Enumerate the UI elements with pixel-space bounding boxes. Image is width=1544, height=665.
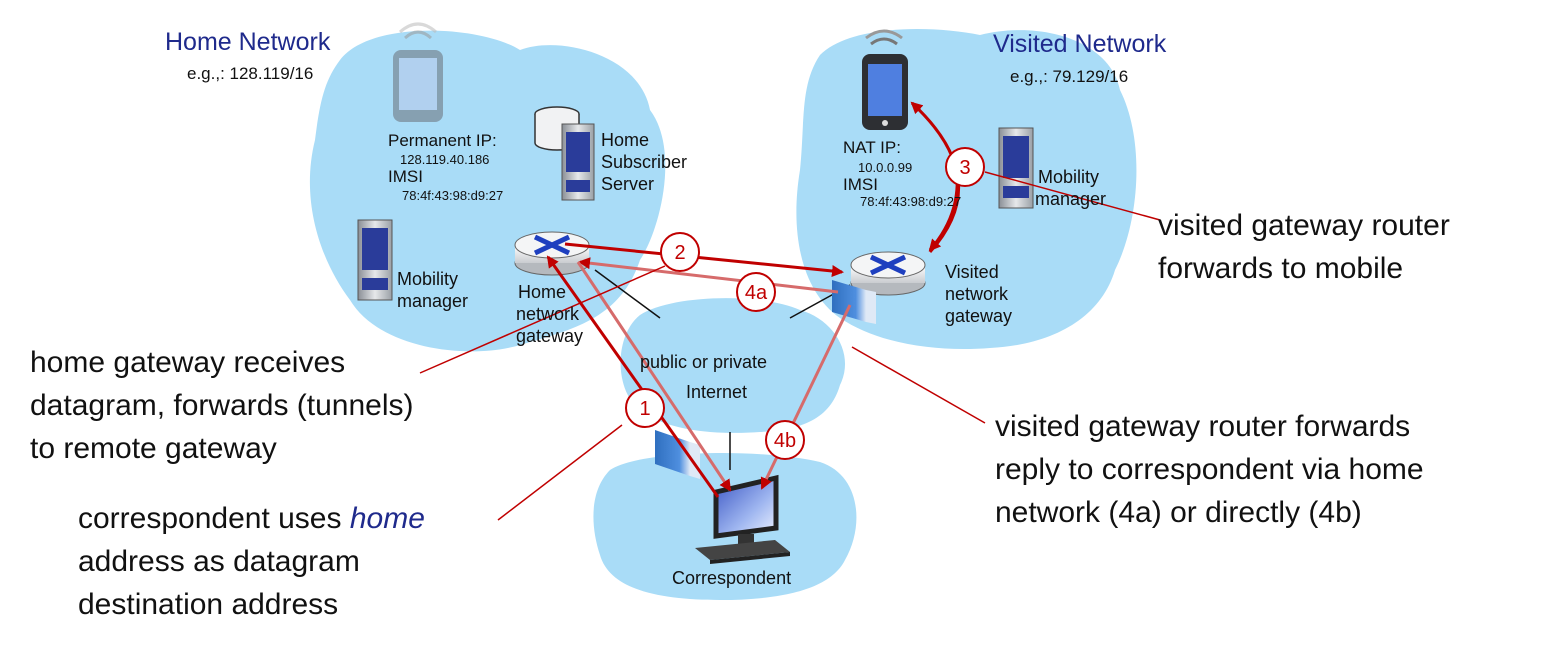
pointer-step-4 <box>851 346 986 424</box>
home-gw-label-line-1: Home <box>518 282 566 302</box>
home-mobility-manager-server-icon <box>357 219 393 301</box>
visited-tunnel-datagram-icon <box>832 280 876 324</box>
annotation-reply-line-1: visited gateway router forwards <box>995 410 1410 443</box>
home-gw-label-line-2: network <box>516 304 580 324</box>
visited-mobile-imsi: 78:4f:43:98:d9:27 <box>860 194 961 209</box>
visited-network-prefix: e.g.,: 79.129/16 <box>1010 67 1128 86</box>
arrow-step-2 <box>564 242 844 277</box>
annotation-correspondent-line-3: destination address <box>78 588 338 621</box>
home-mm-label-line-1: Mobility <box>397 269 458 289</box>
internet-cloud <box>620 298 846 433</box>
step-3-badge: 3 <box>945 147 985 187</box>
annotation-home-gw-line-3: to remote gateway <box>30 432 277 465</box>
visited-mobile-ip: 10.0.0.99 <box>858 160 912 175</box>
visited-mobility-manager-server-icon <box>998 127 1034 209</box>
visited-mm-label-line-2: manager <box>1035 189 1106 209</box>
annotation-visited-to-mobile-line-2: forwards to mobile <box>1158 252 1403 285</box>
arrow-step-4a-return <box>578 257 839 294</box>
correspondent-datagram-icon <box>655 430 700 479</box>
step-2-badge: 2 <box>660 232 700 272</box>
visited-gw-label-line-3: gateway <box>945 306 1012 326</box>
home-mm-label-line-2: manager <box>397 291 468 311</box>
annotation-correspondent-line-1: correspondent uses home <box>78 502 425 535</box>
internet-label-line-2: Internet <box>686 382 747 402</box>
arrow-step-1 <box>546 255 720 498</box>
annotation-reply-line-2: reply to correspondent via home <box>995 453 1424 486</box>
step-4a-badge: 4a <box>736 272 776 312</box>
home-mobile-ip-label: Permanent IP: <box>388 131 497 150</box>
annotation-reply-line-3: network (4a) or directly (4b) <box>995 496 1362 529</box>
visited-gateway-router-icon <box>850 251 926 296</box>
step-1-label: 1 <box>639 398 650 420</box>
annotation-correspondent-line-2: address as datagram <box>78 545 360 578</box>
step-4a-label: 4a <box>745 282 768 304</box>
home-mobile-imsi: 78:4f:43:98:d9:27 <box>402 188 503 203</box>
step-1-badge: 1 <box>625 388 665 428</box>
annotation-correspondent-line-1-emphasis: home <box>350 502 425 535</box>
step-2-label: 2 <box>674 242 685 264</box>
hss-label-line-3: Server <box>601 174 654 194</box>
home-mobile-imsi-label: IMSI <box>388 167 423 186</box>
visited-mobile-phone <box>862 29 908 130</box>
home-gateway-router-icon <box>514 231 590 276</box>
step-4b-label: 4b <box>774 430 796 452</box>
arrow-step-4a-down <box>576 261 732 492</box>
internet-label-line-1: public or private <box>640 352 767 372</box>
pointer-step-2 <box>419 265 666 374</box>
visited-gw-label-line-1: Visited <box>945 262 999 282</box>
annotation-home-gw-line-1: home gateway receives <box>30 346 345 379</box>
hss-server-icon <box>561 123 595 201</box>
correspondent-computer-icon <box>695 474 790 564</box>
home-mobile-phone <box>393 22 443 122</box>
visited-mobile-ip-label: NAT IP: <box>843 138 901 157</box>
home-mobile-ip: 128.119.40.186 <box>400 152 489 167</box>
step-3-label: 3 <box>959 157 970 179</box>
visited-mm-label-line-1: Mobility <box>1038 167 1099 187</box>
annotation-visited-to-mobile-line-1: visited gateway router <box>1158 209 1450 242</box>
visited-mobile-imsi-label: IMSI <box>843 175 878 194</box>
home-gw-label-line-3: gateway <box>516 326 583 346</box>
correspondent-label: Correspondent <box>672 568 791 588</box>
step-4b-badge: 4b <box>765 420 805 460</box>
annotation-home-gw-line-2: datagram, forwards (tunnels) <box>30 389 414 422</box>
annotation-correspondent-line-1-pre: correspondent uses <box>78 502 350 535</box>
visited-network-title: Visited Network <box>993 30 1167 58</box>
link-home-gw-internet <box>594 269 661 319</box>
hss-label-line-1: Home <box>601 130 649 150</box>
home-network-prefix: e.g.,: 128.119/16 <box>187 64 313 83</box>
pointer-step-1 <box>497 424 623 521</box>
pointer-step-3 <box>984 171 1161 221</box>
home-network-title: Home Network <box>165 28 331 56</box>
hss-label-line-2: Subscriber <box>601 152 687 172</box>
visited-gw-label-line-2: network <box>945 284 1009 304</box>
